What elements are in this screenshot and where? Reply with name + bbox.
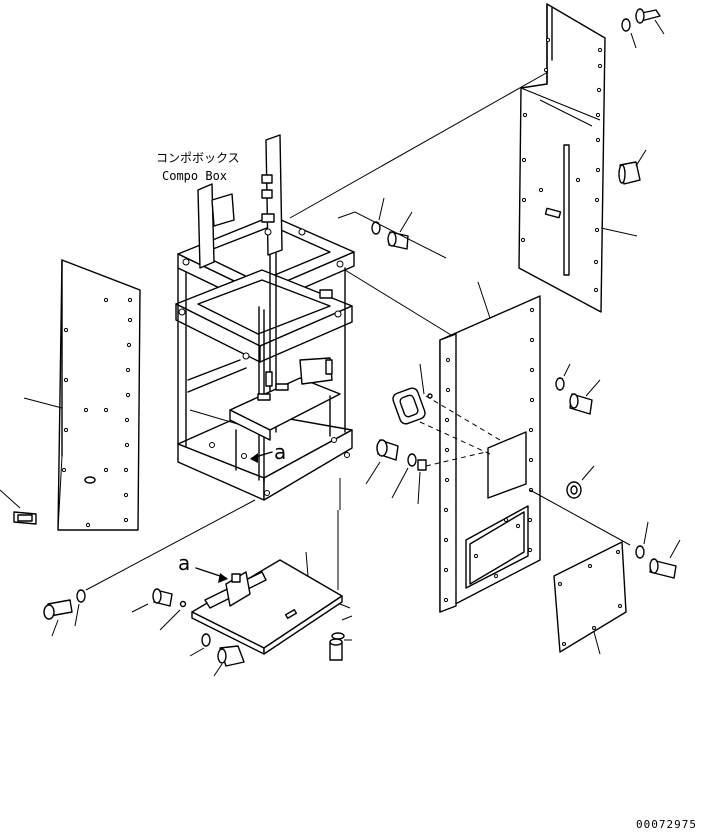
grommet-right-top bbox=[618, 149, 647, 185]
cover-plate bbox=[553, 541, 627, 653]
view-mark-detail: a bbox=[178, 551, 190, 575]
view-arrow-frame: a bbox=[250, 440, 286, 464]
drawing-code: 00072975 bbox=[636, 818, 697, 831]
dashed-guide-3 bbox=[425, 451, 487, 467]
bottom-tray bbox=[191, 559, 343, 655]
guide-line-6 bbox=[85, 499, 256, 591]
callout-en: Compo Box bbox=[162, 169, 227, 183]
guide-line-7 bbox=[529, 489, 631, 546]
bolt-top-right bbox=[621, 8, 665, 49]
callout-jp: コンポボックス bbox=[156, 151, 240, 165]
leader-rear-panel bbox=[600, 227, 638, 237]
compo-box-frame bbox=[175, 134, 355, 501]
bolt-door-right-upper bbox=[555, 363, 601, 415]
leader-left-panel bbox=[23, 397, 63, 409]
rear-top-panel bbox=[518, 3, 606, 313]
handle-left bbox=[0, 489, 37, 525]
bolt-door-left bbox=[365, 439, 427, 505]
dashed-guide-2 bbox=[419, 421, 491, 455]
guide-line-1 bbox=[289, 71, 549, 219]
bolt-cover-right bbox=[635, 521, 681, 579]
view-mark-frame: a bbox=[274, 440, 286, 464]
guide-line-3 bbox=[337, 211, 447, 259]
door-knob bbox=[566, 465, 595, 499]
leader-tray-2 bbox=[339, 603, 351, 609]
leader-tray bbox=[305, 551, 309, 577]
bolt-tray-right bbox=[329, 615, 353, 661]
bolt-left-bottom bbox=[43, 589, 86, 637]
view-arrow-tray: a bbox=[178, 551, 228, 583]
compo-box-callout: コンポボックス Compo Box bbox=[156, 151, 240, 183]
door-seal bbox=[392, 363, 433, 425]
leader-cover bbox=[593, 631, 601, 655]
leader-door bbox=[477, 281, 491, 319]
left-panel bbox=[57, 259, 141, 531]
bolt-frame-right bbox=[371, 197, 413, 250]
bolt-tray-left bbox=[131, 588, 187, 631]
bolt-tray-front bbox=[189, 633, 245, 677]
guide-line-2 bbox=[344, 269, 457, 339]
